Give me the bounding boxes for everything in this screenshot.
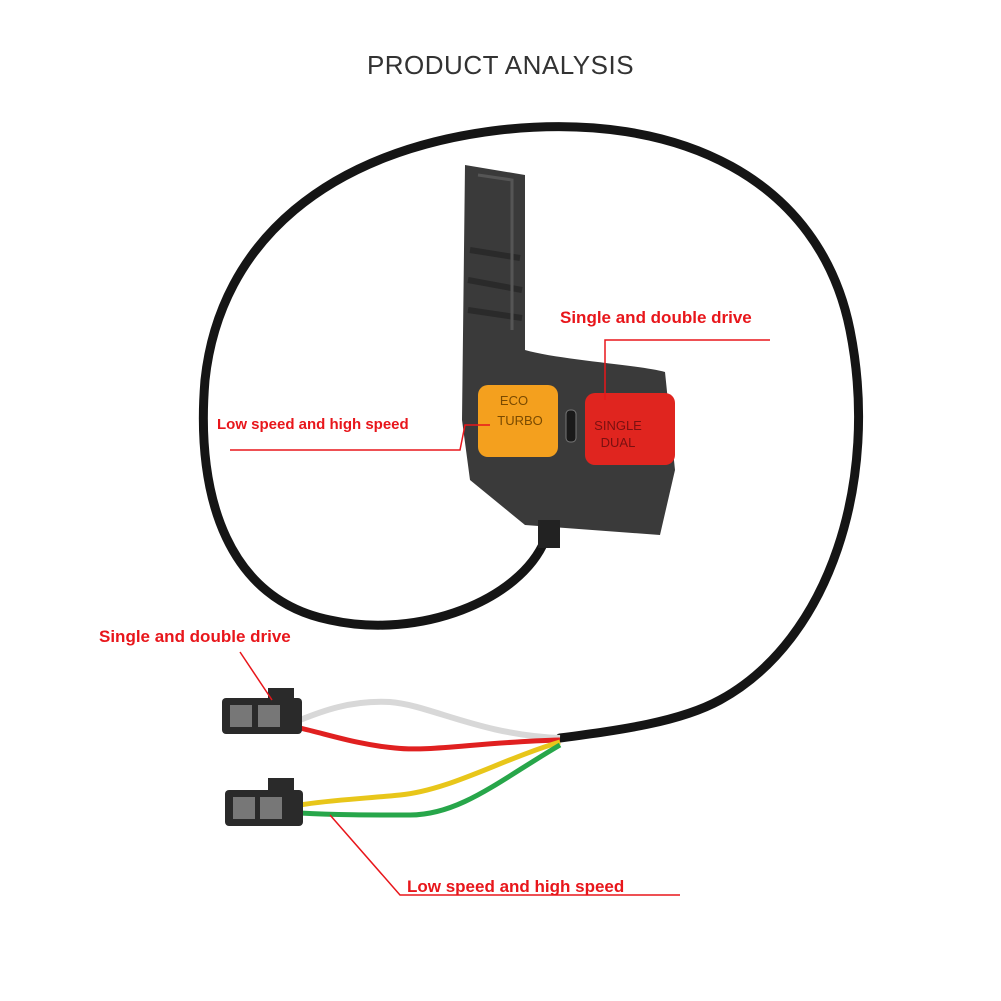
- main-cable: [198, 122, 864, 743]
- red-button-label-2: DUAL: [601, 435, 636, 450]
- leader-connector-top: [239, 651, 273, 701]
- callout-connector-top: Single and double drive: [99, 627, 291, 646]
- orange-button-label-1: ECO: [500, 393, 528, 408]
- yellow-wire: [299, 739, 561, 808]
- connector-bottom: [225, 778, 303, 826]
- page-title: PRODUCT ANALYSIS: [366, 50, 635, 80]
- callout-connector-bottom: Low speed and high speed: [407, 877, 625, 896]
- red-button-label-1: SINGLE: [594, 418, 642, 433]
- leader-connector-bottom: [329, 814, 680, 896]
- connector-top: [222, 688, 302, 734]
- orange-button-label-2: TURBO: [497, 413, 543, 428]
- leader-top-right: [604, 339, 770, 400]
- switch-housing: [462, 165, 675, 548]
- green-wire: [299, 742, 562, 818]
- white-wire: [298, 698, 561, 741]
- callout-mid-left: Low speed and high speed: [217, 416, 409, 433]
- red-wire: [299, 725, 561, 752]
- callout-top-right: Single and double drive: [560, 308, 752, 327]
- leader-mid-left: [230, 424, 490, 451]
